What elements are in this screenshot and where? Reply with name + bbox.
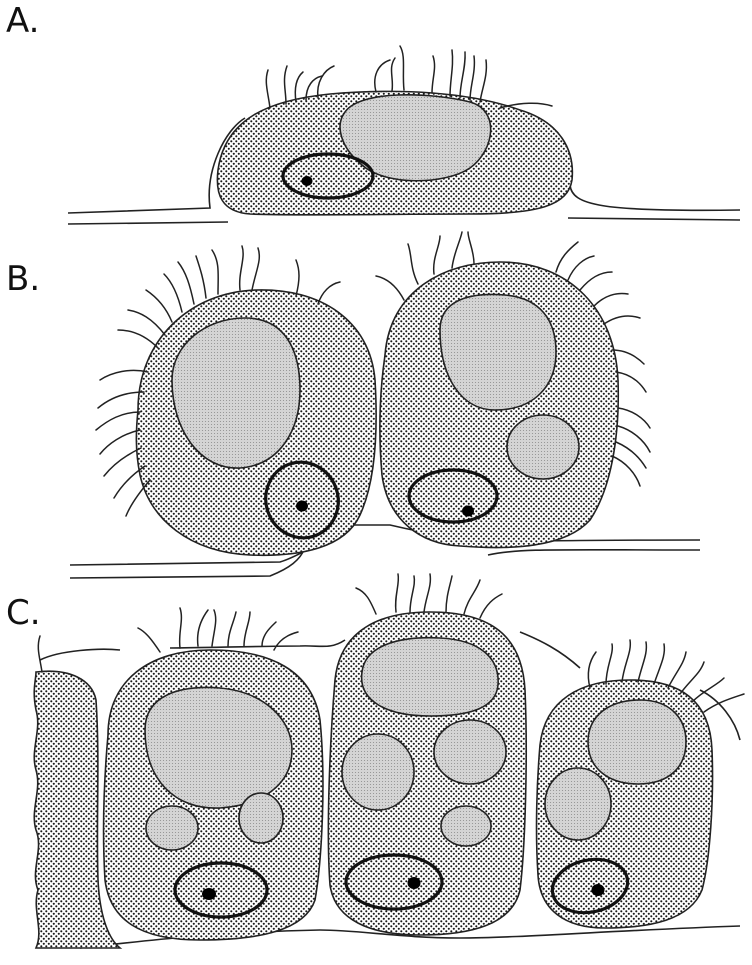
panel-c-cell-1-inclusion-small-b	[239, 793, 283, 843]
panel-c-cell-3-inclusion-small	[545, 768, 611, 840]
panel-b-nucleolus-right	[462, 506, 474, 517]
panel-a-label: A.	[6, 1, 39, 41]
panel-c-cell-2-inclusion-small	[441, 806, 491, 846]
panel-a: A.	[6, 1, 740, 224]
panel-c-cell-3-nucleolus	[592, 884, 605, 896]
panel-c-label: C.	[6, 593, 41, 633]
panel-c-cell-2-nucleolus	[408, 877, 421, 889]
panel-a-nucleolus	[302, 176, 313, 186]
panel-c-cell-1-nucleolus	[202, 888, 216, 900]
panel-c-cell-2-inclusion-right	[434, 720, 506, 784]
panel-b-label: B.	[6, 259, 40, 299]
panel-b: B.	[6, 232, 700, 578]
panel-c: C.	[6, 574, 744, 948]
panel-c-cell-2-inclusion-left	[342, 734, 414, 810]
panel-b-inclusion-right-small	[507, 415, 579, 479]
panel-b-substrate	[70, 525, 700, 578]
panel-c-cell-2-inclusion-top	[362, 638, 499, 716]
panel-b-nucleolus-left	[296, 501, 308, 512]
panel-c-cell-3-inclusion-large	[588, 700, 686, 784]
panel-c-cell-1-inclusion-small-a	[146, 806, 198, 850]
